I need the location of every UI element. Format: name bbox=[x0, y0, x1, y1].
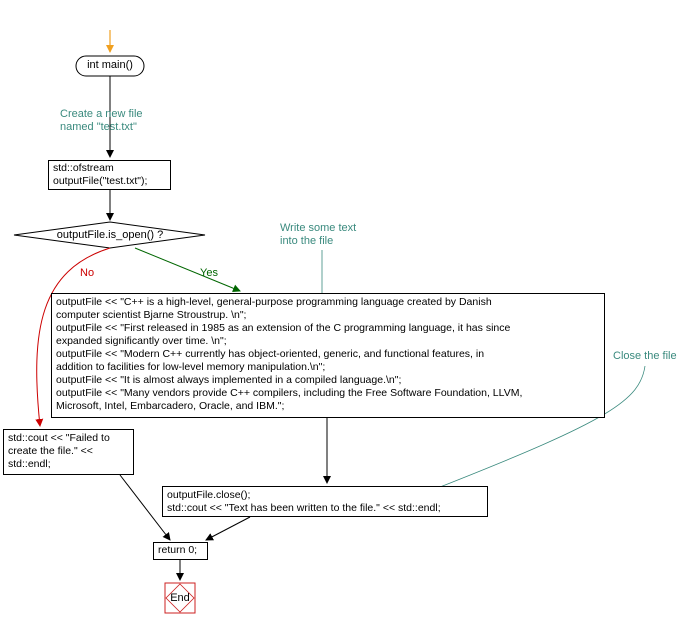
edge-yes bbox=[134, 247, 241, 293]
no-label: No bbox=[80, 267, 95, 279]
end-node-diamond bbox=[165, 583, 195, 613]
end-node-shape bbox=[164, 582, 196, 614]
end-node: End bbox=[170, 592, 190, 604]
open-stream-node: std::ofstream outputFile("test.txt"); bbox=[48, 160, 171, 190]
start-node: int main() bbox=[87, 59, 133, 71]
close-file-comment: Close the file bbox=[613, 350, 677, 362]
close-file-node: outputFile.close(); std::cout << "Text h… bbox=[162, 486, 488, 517]
edge-error-to-return bbox=[119, 474, 171, 541]
edge-no bbox=[35, 247, 111, 427]
create-file-comment: Create a new file named "test.txt" bbox=[60, 108, 143, 133]
write-text-comment: Write some text into the file bbox=[280, 222, 357, 247]
edge-close-to-return bbox=[205, 516, 251, 541]
write-text-node: outputFile << "C++ is a high-level, gene… bbox=[51, 293, 605, 418]
return-node: return 0; bbox=[153, 542, 208, 560]
yes-label: Yes bbox=[200, 267, 218, 279]
decision-node: outputFile.is_open() ? bbox=[56, 229, 164, 241]
error-node: std::cout << "Failed to create the file.… bbox=[3, 429, 134, 475]
